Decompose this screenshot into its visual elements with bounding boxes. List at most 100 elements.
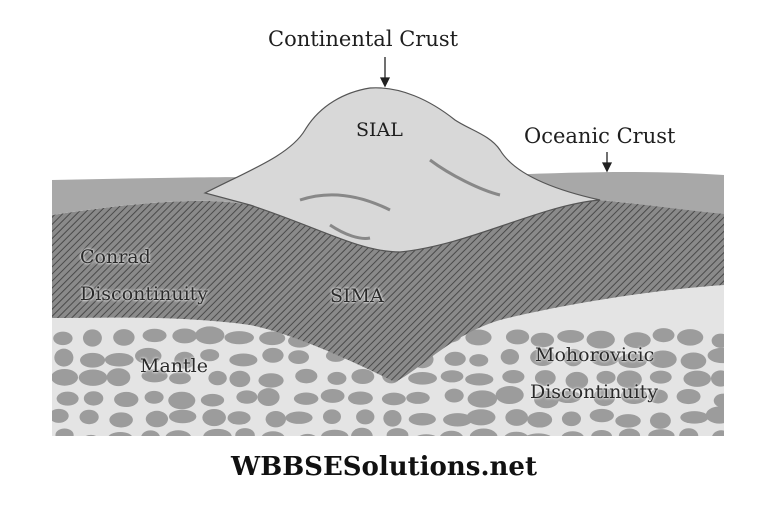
mantle-rock	[505, 329, 530, 345]
mantle-rock	[504, 431, 529, 436]
mantle-rock	[530, 348, 555, 366]
mantle-rock	[591, 430, 613, 436]
mantle-rock	[530, 332, 555, 348]
mantle-rock	[258, 373, 284, 388]
mantle-rock	[227, 411, 251, 425]
mantle-rock	[195, 326, 225, 345]
mantle-rock	[440, 370, 464, 383]
mantle-rock	[618, 428, 641, 436]
mantle-rock	[417, 434, 436, 436]
mantle-rock	[466, 409, 496, 426]
mantle-rock	[565, 371, 589, 390]
site-watermark: WBBSESolutions.net	[231, 452, 537, 482]
mantle-rock	[348, 391, 373, 405]
mantle-rock	[202, 408, 226, 427]
mantle-rock	[444, 351, 466, 366]
mantle-rock	[82, 329, 102, 347]
mantle-rock	[561, 411, 581, 427]
mohorovicic-label-line2: Discontinuity	[530, 381, 659, 403]
mantle-rock	[683, 370, 711, 387]
mantle-rock	[406, 391, 430, 404]
sima-layer	[52, 200, 724, 382]
mantle-rock	[649, 412, 671, 429]
mantle-rock	[593, 388, 616, 407]
mantle-rock	[295, 368, 318, 384]
mantle-rock	[381, 392, 406, 406]
mantle-rock	[526, 433, 551, 436]
mantle-rock	[618, 353, 647, 369]
mantle-rock	[79, 409, 99, 425]
conrad-label-line1: Conrad	[80, 246, 151, 268]
mantle-rock	[168, 391, 196, 410]
mantle-rock	[229, 353, 258, 367]
mantle-rock	[710, 370, 724, 387]
mantle-rock	[615, 414, 641, 428]
mantle-rock	[142, 328, 167, 343]
mantle-rock	[229, 370, 251, 388]
mantle-rock	[589, 408, 614, 423]
mantle-rock	[141, 430, 160, 436]
mantle-rock	[648, 389, 668, 404]
mantle-rock	[174, 351, 195, 369]
mantle-rock	[106, 368, 131, 387]
mantle-rock	[165, 430, 191, 436]
mantle-rock	[208, 370, 227, 386]
mantle-rock	[135, 347, 162, 365]
mantle-rock	[527, 412, 553, 428]
mantle-rock	[257, 388, 280, 407]
mantle-rock	[145, 410, 169, 428]
mantle-rock	[705, 406, 724, 424]
mantle-rock	[443, 413, 473, 427]
mantle-rock	[235, 428, 255, 436]
mantle-rock	[386, 428, 409, 436]
mantle-rock	[707, 347, 724, 364]
mantle-rock	[109, 412, 133, 428]
mantle-rock	[469, 354, 489, 367]
mantle-rock	[172, 328, 198, 344]
mantle-rock	[616, 370, 642, 389]
sial-label: SIAL	[356, 119, 403, 141]
mantle-rock	[54, 348, 74, 367]
mantle-rock	[649, 350, 677, 368]
continental-crust-label: Continental Crust	[268, 27, 459, 51]
mantle-rock	[322, 409, 341, 425]
mantle-rock	[356, 409, 375, 425]
mantle-rock	[502, 369, 525, 384]
sima-label: SIMA	[330, 285, 384, 307]
mantle-rock	[555, 390, 581, 404]
mantle-rock	[505, 409, 528, 426]
mantle-rock	[648, 429, 675, 436]
mantle-rock	[561, 431, 584, 436]
mantle-rock	[500, 349, 520, 365]
mohorovicic-label-line1: Mohorovicic	[535, 344, 655, 366]
mantle-rock	[351, 368, 375, 385]
mantle-rock	[534, 370, 556, 386]
mantle-rock	[259, 331, 286, 346]
mantle-rock	[440, 430, 463, 436]
mantle-rock	[224, 331, 254, 345]
mantle-rock	[408, 372, 437, 385]
mantle-rock	[679, 428, 699, 436]
mantle-rock	[680, 411, 709, 424]
mantle-rock	[321, 429, 349, 436]
mantle-rock	[563, 348, 584, 367]
mantle-rock	[444, 388, 464, 403]
mantle-rock	[293, 392, 319, 405]
mantle-rock	[144, 390, 164, 404]
mantle-rock	[169, 372, 191, 385]
mantle-rock	[56, 391, 79, 406]
sial-mountain	[203, 87, 601, 253]
mantle-rock	[203, 428, 232, 436]
mantle-rock	[495, 386, 524, 405]
mantle-rock	[85, 434, 97, 436]
mantle-rock	[596, 370, 616, 385]
mantle-rock	[534, 390, 559, 409]
mantle-rock	[80, 352, 106, 368]
mantle-rock	[200, 349, 220, 362]
mantle-rock	[288, 350, 310, 365]
mantle-rock	[557, 330, 585, 343]
mantle-rock	[676, 388, 701, 405]
mantle-rock	[261, 431, 285, 436]
mantle-rock	[78, 369, 108, 386]
mantle-rock	[52, 408, 69, 423]
